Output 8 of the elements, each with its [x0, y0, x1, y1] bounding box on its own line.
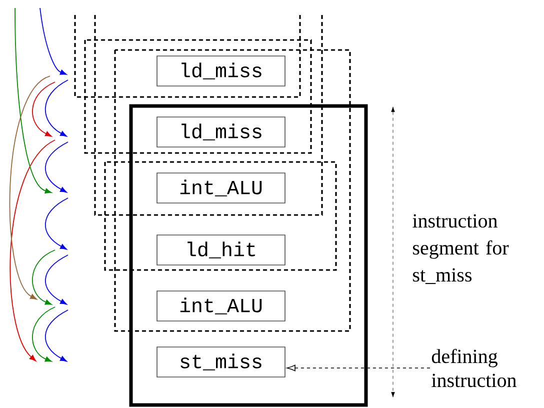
instruction-box: ld_hit: [156, 234, 286, 266]
segment-label: instruction segment for st_miss: [412, 214, 509, 284]
instruction-box: int_ALU: [156, 290, 286, 322]
instruction-box: st_miss: [156, 346, 286, 378]
instruction-box: ld_miss: [156, 56, 286, 86]
instruction-box: int_ALU: [156, 172, 286, 204]
note-text: defining instruction: [432, 348, 516, 388]
instruction-box: ld_miss: [156, 116, 286, 148]
